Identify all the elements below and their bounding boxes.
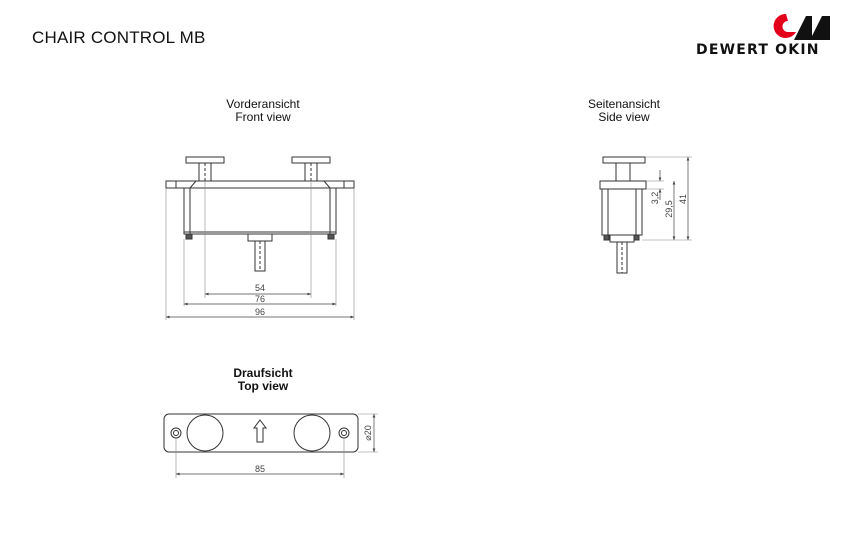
front-view-label-de: Vorderansicht	[226, 97, 300, 111]
front-view-drawing	[165, 156, 355, 320]
side-view-label: Seitenansicht Side view	[564, 98, 684, 124]
brand-name: DEWERT OKIN	[696, 42, 820, 58]
dim-front-76: 76	[255, 294, 265, 304]
top-view-label-en: Top view	[237, 379, 289, 393]
dim-side-29-5: 29,5	[664, 200, 674, 218]
dim-front-96: 96	[255, 307, 265, 317]
front-view-label-en: Front view	[235, 110, 291, 124]
direction-arrow-icon	[253, 419, 267, 443]
dim-top-85: 85	[255, 464, 265, 474]
drawing-title: CHAIR CONTROL MB	[32, 28, 206, 47]
dewert-okin-logo-icon	[773, 13, 830, 40]
dim-front-54: 54	[255, 283, 265, 293]
dim-side-41: 41	[678, 194, 688, 204]
top-view-drawing	[163, 413, 378, 478]
top-view-label: Draufsicht Top view	[203, 367, 323, 393]
top-view-label-de: Draufsicht	[233, 366, 293, 380]
dim-side-3-2: 3,2	[650, 192, 660, 205]
side-view-label-en: Side view	[598, 110, 650, 124]
dim-top-d20: ⌀20	[363, 425, 373, 440]
side-view-label-de: Seitenansicht	[587, 97, 661, 111]
front-view-label: Vorderansicht Front view	[203, 98, 323, 124]
side-view-drawing	[599, 156, 692, 274]
